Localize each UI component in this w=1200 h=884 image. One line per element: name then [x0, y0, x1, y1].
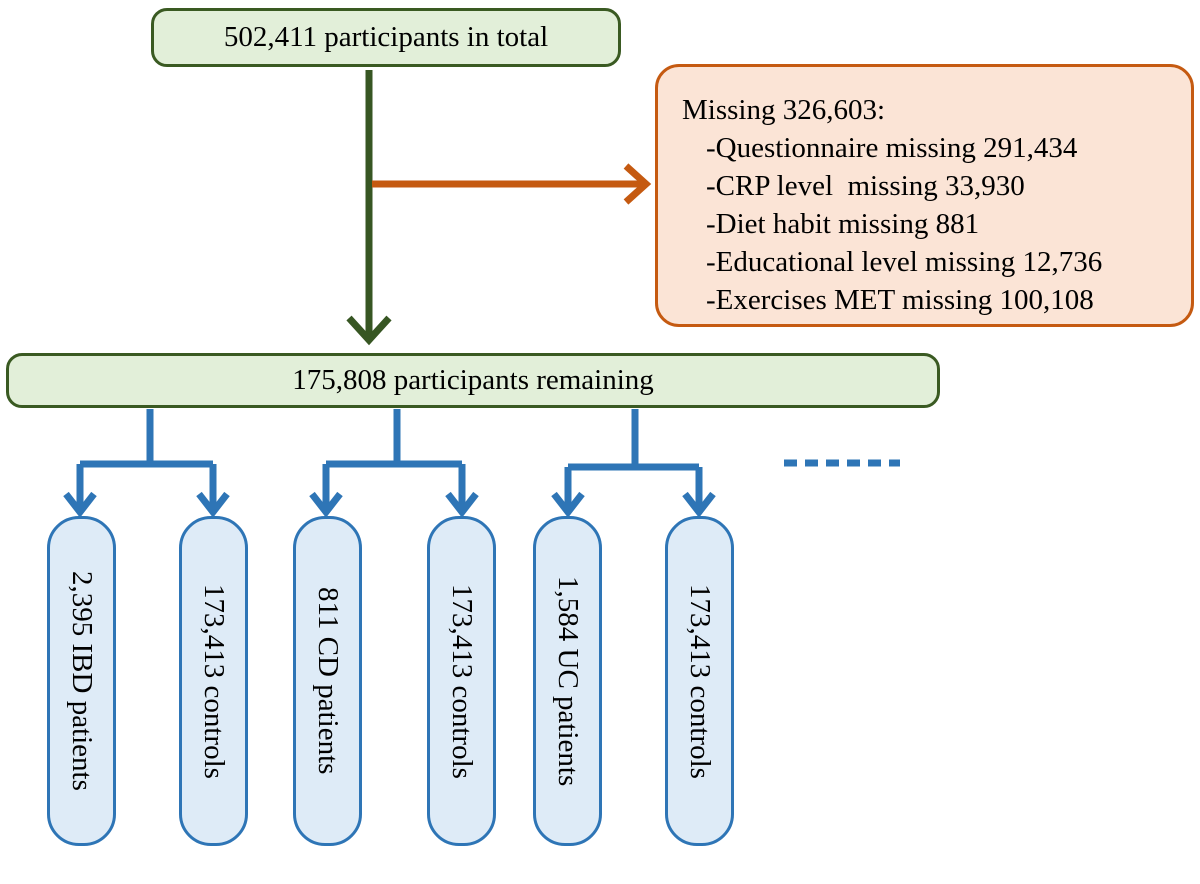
exclusion-arrow: [372, 163, 652, 205]
split-arrows-ibd: [63, 409, 230, 518]
ibd-patients-box: 2,395 IBD patients: [47, 516, 116, 846]
total-participants-label: 502,411 participants in total: [223, 21, 549, 53]
uc-patients-box: 1,584 UC patients: [533, 516, 602, 846]
uc-controls-label: 173,413 controls: [684, 583, 716, 779]
remaining-participants-box: 175,808 participants remaining: [6, 353, 940, 408]
missing-item-exercise: -Exercises MET missing 100,108: [706, 284, 1094, 316]
missing-item-crp: -CRP level missing 33,930: [706, 170, 1025, 202]
cd-controls-box: 173,413 controls: [427, 516, 496, 846]
total-participants-box: 502,411 participants in total: [151, 8, 621, 67]
ibd-patients-label: 2,395 IBD patients: [66, 571, 98, 791]
missing-title: Missing 326,603:: [682, 94, 886, 126]
main-down-arrow: [346, 70, 392, 346]
cd-patients-label: 811 CD patients: [312, 587, 344, 775]
missing-item-diet: -Diet habit missing 881: [706, 208, 980, 240]
missing-exclusion-box: Missing 326,603: -Questionnaire missing …: [655, 64, 1194, 327]
uc-controls-box: 173,413 controls: [665, 516, 734, 846]
cd-controls-label: 173,413 controls: [446, 583, 478, 779]
missing-list: -Questionnaire missing 291,434 -CRP leve…: [682, 129, 1191, 319]
ibd-controls-label: 173,413 controls: [198, 583, 230, 779]
remaining-participants-label: 175,808 participants remaining: [292, 364, 654, 396]
split-arrows-cd: [309, 409, 479, 518]
missing-item-questionnaire: -Questionnaire missing 291,434: [706, 132, 1078, 164]
missing-item-education: -Educational level missing 12,736: [706, 246, 1103, 278]
uc-patients-label: 1,584 UC patients: [552, 575, 584, 787]
split-arrows-uc: [551, 409, 716, 518]
ibd-controls-box: 173,413 controls: [179, 516, 248, 846]
cd-patients-box: 811 CD patients: [293, 516, 362, 846]
